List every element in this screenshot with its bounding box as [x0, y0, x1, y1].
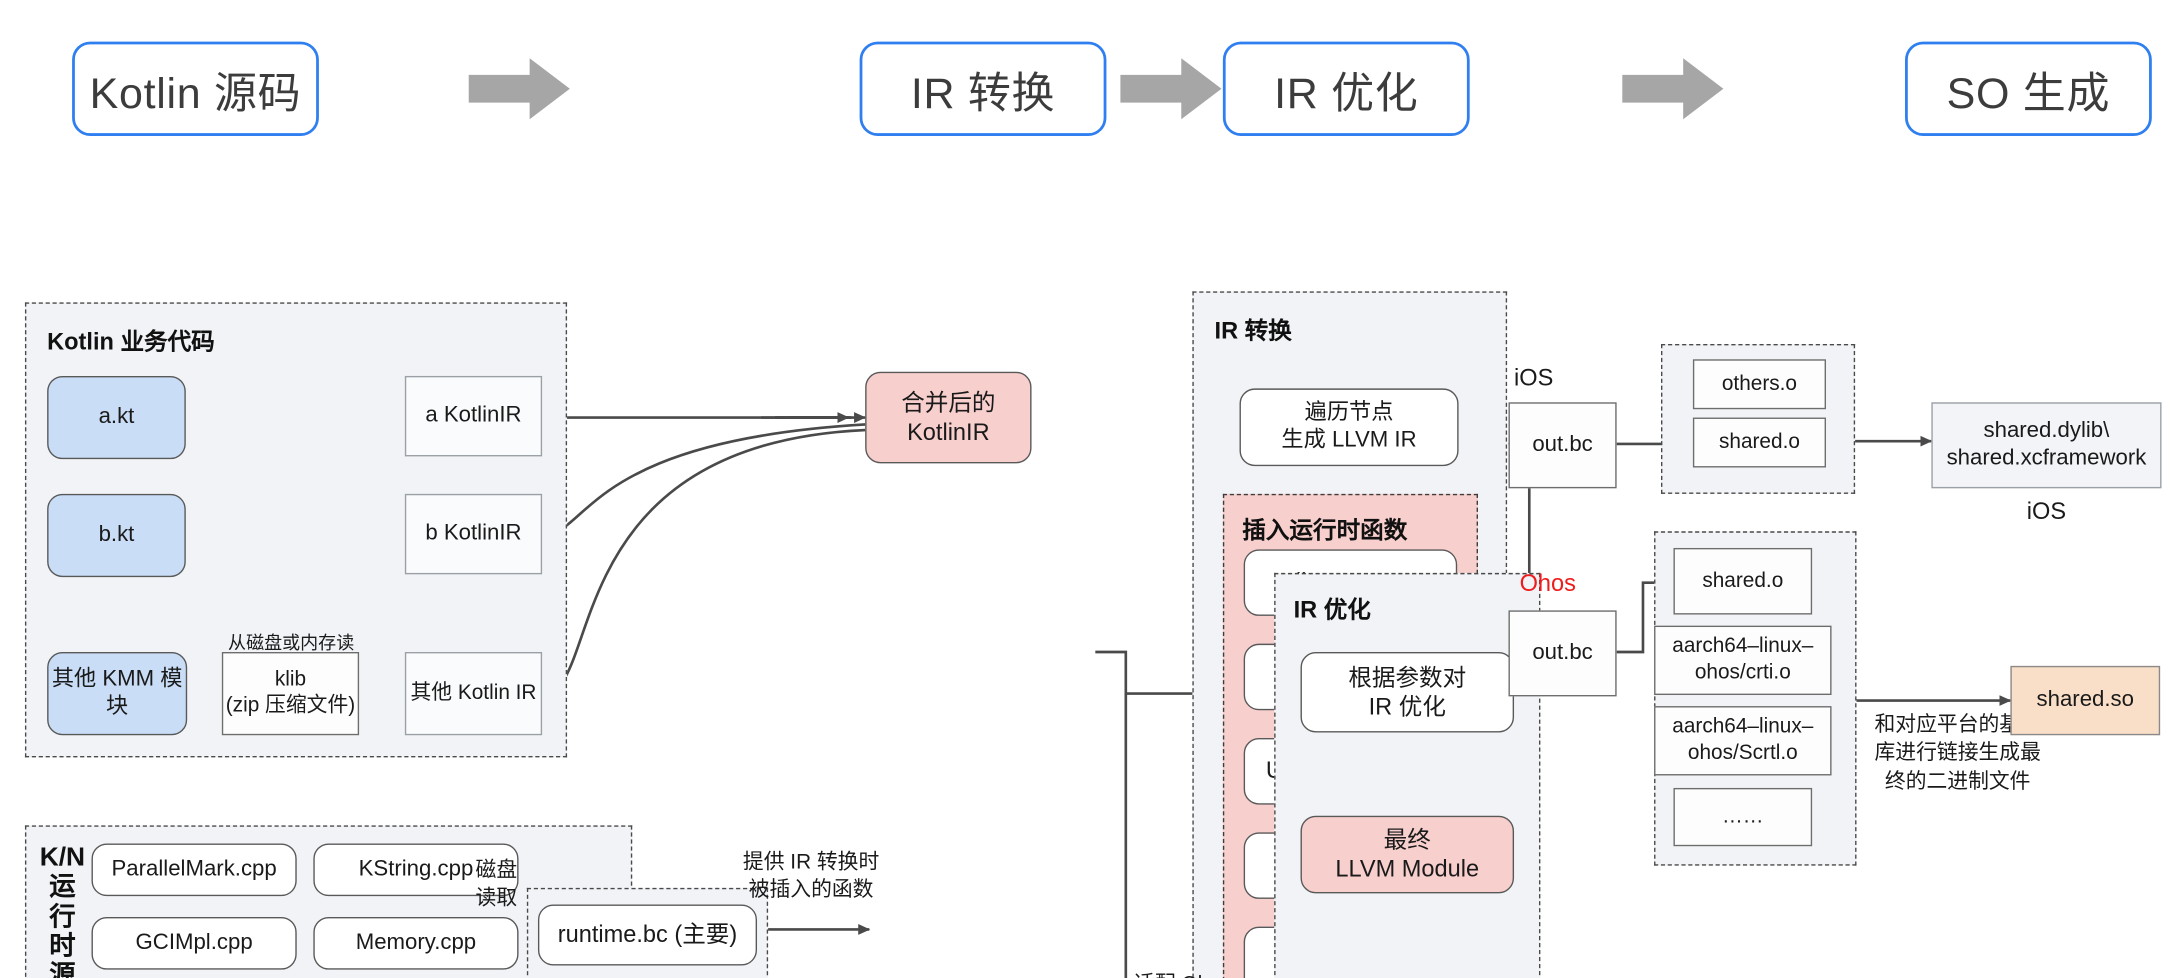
- ohos-link-label: 和对应平台的基础 库进行链接生成最 终的二进制文件: [1874, 713, 2041, 793]
- stage-pill-so-generate[interactable]: SO 生成: [1905, 41, 2152, 136]
- ohos-object-more[interactable]: ……: [1673, 787, 1813, 847]
- ohos-object-crti-o[interactable]: aarch64–linux– ohos/crti.o: [1654, 625, 1832, 696]
- klib-node[interactable]: klib (zip 压缩文件): [221, 652, 360, 736]
- final-llvm-module[interactable]: 最终 LLVM Module: [1300, 815, 1515, 894]
- stage-pill-label: SO 生成: [1946, 68, 2111, 118]
- node-label: a KotlinIR: [425, 403, 522, 428]
- kn-runtime-source-title: K/N 运 行 时 源 码: [39, 843, 86, 978]
- node-label: 最终 LLVM Module: [1335, 826, 1480, 883]
- kn-file-memory[interactable]: Memory.cpp: [313, 916, 519, 970]
- right-arrow-icon: [468, 58, 570, 120]
- node-label: shared.o: [1718, 429, 1800, 454]
- node-label: shared.dylib\ shared.xcframework: [1946, 418, 2147, 471]
- node-label: others.o: [1721, 371, 1798, 395]
- node-label: shared.so: [2036, 688, 2134, 712]
- node-label: out.bc: [1532, 640, 1593, 665]
- source-other-kmm-module[interactable]: 其他 KMM 模 块: [47, 652, 188, 736]
- node-label: shared.o: [1702, 568, 1784, 592]
- ios-out-bc[interactable]: out.bc: [1508, 402, 1617, 489]
- node-label: a.kt: [98, 405, 135, 429]
- node-label: 遍历节点 生成 LLVM IR: [1281, 400, 1417, 453]
- optimize-ir-by-params[interactable]: 根据参数对 IR 优化: [1300, 652, 1515, 733]
- node-label: b KotlinIR: [425, 521, 522, 546]
- right-arrow-icon: [1120, 58, 1222, 120]
- node-label: 根据参数对 IR 优化: [1348, 664, 1467, 720]
- provide-inserted-functions-label: 提供 IR 转换时 被插入的函数: [742, 850, 880, 903]
- kotlin-ir-b[interactable]: b KotlinIR: [404, 493, 543, 575]
- node-label: Memory.cpp: [355, 930, 477, 955]
- source-file-a-kt[interactable]: a.kt: [47, 375, 186, 460]
- ohos-param-warning: 适配 Ohos 时填入的参 数有误会导 致性能明显 劣化: [1129, 971, 1237, 978]
- ios-object-others-o[interactable]: others.o: [1692, 359, 1826, 410]
- ios-artifact[interactable]: shared.dylib\ shared.xcframework: [1931, 402, 2162, 489]
- kn-file-parallelmark[interactable]: ParallelMark.cpp: [91, 843, 297, 897]
- node-label: aarch64–linux– ohos/Scrtl.o: [1672, 714, 1814, 765]
- node-label: 合并后的 KotlinIR: [901, 389, 996, 446]
- ohos-out-bc[interactable]: out.bc: [1508, 610, 1617, 697]
- node-label: KString.cpp: [358, 857, 474, 881]
- stage-pill-label: IR 优化: [1274, 68, 1419, 118]
- ohos-artifact-shared-so[interactable]: shared.so: [2010, 665, 2161, 736]
- disk-read-label: 磁盘 读取: [475, 858, 518, 911]
- stage-pill-kotlin-source[interactable]: Kotlin 源码: [72, 41, 319, 136]
- stage-pill-label: Kotlin 源码: [89, 68, 302, 118]
- ir-optimize-group: [1274, 572, 1541, 978]
- node-label: b.kt: [98, 522, 135, 547]
- runtime-bc-main[interactable]: runtime.bc (主要): [537, 904, 758, 966]
- ios-object-shared-o[interactable]: shared.o: [1692, 417, 1826, 468]
- node-label: out.bc: [1532, 432, 1593, 457]
- node-label: klib (zip 压缩文件): [225, 667, 356, 718]
- ir-optimize-title: IR 优化: [1293, 596, 1371, 623]
- ohos-object-scrtl-o[interactable]: aarch64–linux– ohos/Scrtl.o: [1654, 706, 1832, 776]
- source-file-b-kt[interactable]: b.kt: [47, 493, 186, 578]
- node-label: ParallelMark.cpp: [111, 857, 277, 881]
- node-label: GCIMpl.cpp: [135, 930, 253, 955]
- node-label: ……: [1722, 804, 1764, 828]
- ir-transform-title: IR 转换: [1214, 317, 1292, 345]
- platform-label-ios: iOS: [1514, 364, 1554, 392]
- node-label: runtime.bc (主要): [557, 921, 738, 949]
- ios-artifact-caption: iOS: [2026, 498, 2067, 525]
- runtime-insert-title: 插入运行时函数: [1242, 517, 1408, 544]
- stage-pill-ir-transform[interactable]: IR 转换: [859, 41, 1107, 136]
- stage-pill-ir-optimize[interactable]: IR 优化: [1222, 41, 1470, 136]
- ohos-object-shared-o[interactable]: shared.o: [1673, 547, 1813, 615]
- kotlin-ir-a[interactable]: a KotlinIR: [404, 375, 543, 457]
- kotlin-business-code-title: Kotlin 业务代码: [47, 328, 215, 356]
- node-label: 其他 KMM 模 块: [51, 667, 183, 719]
- kotlin-ir-other[interactable]: 其他 Kotlin IR: [404, 652, 543, 736]
- merged-kotlin-ir[interactable]: 合并后的 KotlinIR: [865, 371, 1032, 464]
- traverse-generate-llvm-ir[interactable]: 遍历节点 生成 LLVM IR: [1239, 388, 1459, 467]
- kn-file-kstring[interactable]: KString.cpp: [313, 843, 519, 897]
- right-arrow-icon: [1622, 58, 1724, 120]
- platform-label-ohos: Ohos: [1519, 570, 1576, 597]
- node-label: 其他 Kotlin IR: [410, 680, 537, 705]
- kn-file-gcimpl[interactable]: GCIMpl.cpp: [91, 916, 297, 970]
- node-label: aarch64–linux– ohos/crti.o: [1672, 634, 1814, 684]
- stage-pill-label: IR 转换: [910, 68, 1056, 118]
- warning-prefix: 适配 Ohos 时填入的参 数有误: [1131, 972, 1235, 978]
